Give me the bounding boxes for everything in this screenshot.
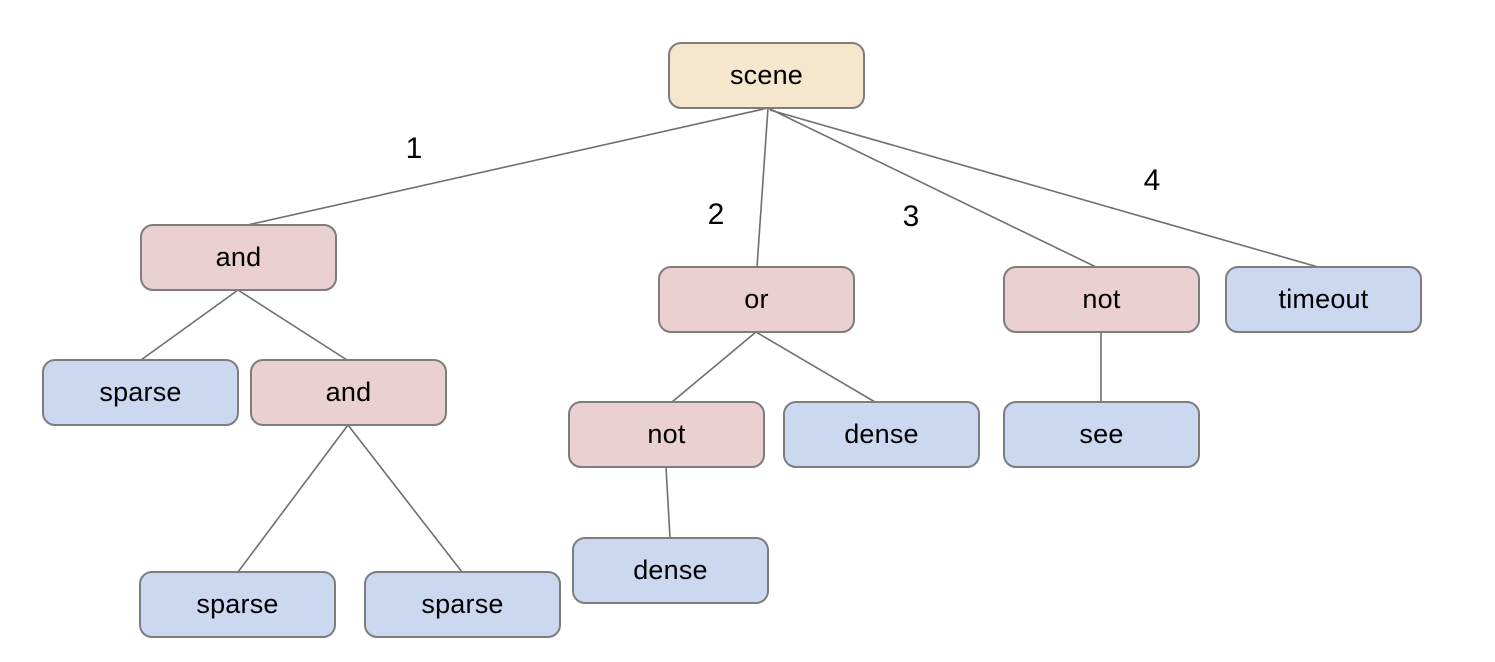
node-sparse-nested-2: sparse — [364, 571, 561, 638]
node-scene: scene — [668, 42, 865, 109]
edge-scene-or — [756, 107, 769, 268]
node-sparse: sparse — [42, 359, 239, 426]
node-see: see — [1003, 401, 1200, 468]
edge-or-dense — [755, 331, 876, 403]
node-or: or — [658, 266, 855, 333]
edge-and-sparse — [140, 289, 239, 361]
node-not: not — [1003, 266, 1200, 333]
edge-and2-sparse — [237, 424, 349, 573]
node-and-nested: and — [250, 359, 447, 426]
edge-not2-dense — [665, 466, 671, 539]
edge-label-1: 1 — [405, 132, 423, 165]
node-and: and — [140, 224, 337, 291]
edge-scene-timeout — [769, 109, 1319, 268]
edge-label-2: 2 — [707, 198, 725, 231]
edge-scene-not — [767, 107, 1097, 268]
edge-and2-sparse2 — [347, 424, 463, 573]
node-timeout: timeout — [1225, 266, 1422, 333]
edge-and-and — [237, 289, 348, 361]
node-dense-nested: dense — [572, 537, 769, 604]
edge-label-4: 4 — [1143, 164, 1161, 197]
edge-or-not — [671, 331, 757, 403]
edge-scene-and — [242, 107, 769, 227]
node-dense: dense — [783, 401, 980, 468]
node-sparse-nested-1: sparse — [139, 571, 336, 638]
node-not-nested: not — [568, 401, 765, 468]
edge-label-3: 3 — [902, 200, 920, 233]
